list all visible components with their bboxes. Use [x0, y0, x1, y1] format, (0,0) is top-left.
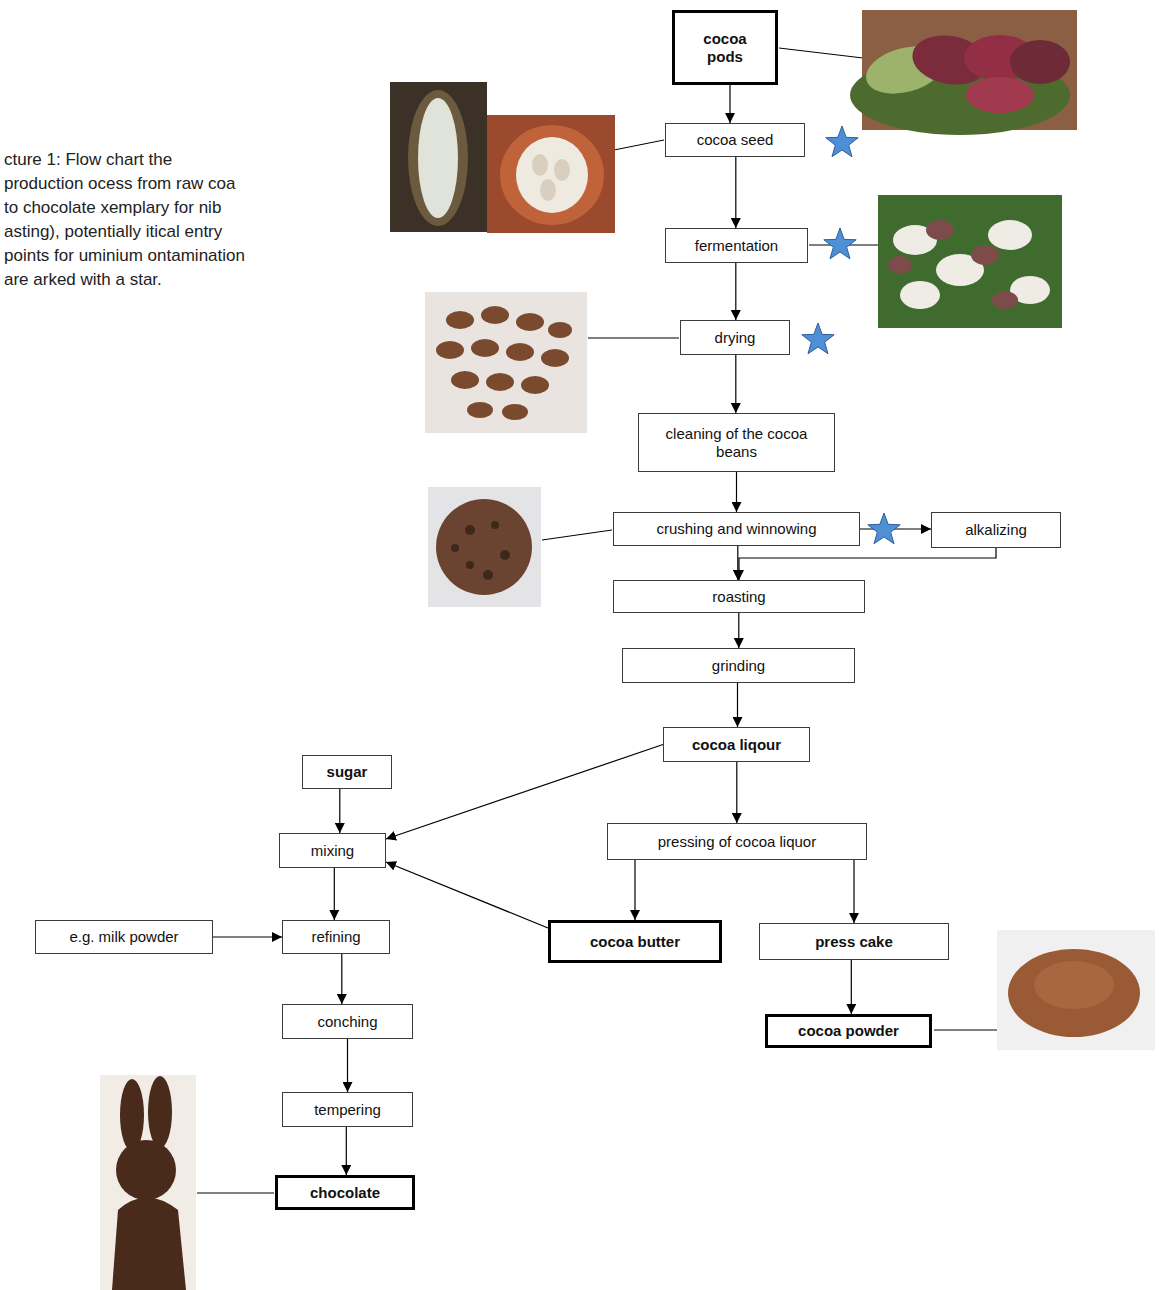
step-label: cocoa seed	[697, 131, 774, 149]
entry-point-stars	[802, 126, 900, 544]
flow-arrow	[729, 85, 730, 123]
step-label: press cake	[815, 933, 893, 951]
process-box: pressing of cocoa liquor	[607, 823, 867, 860]
step-label: roasting	[712, 588, 765, 606]
flow-arrow	[735, 157, 736, 228]
step-label: e.g. milk powder	[69, 928, 178, 946]
flow-arrow	[737, 683, 738, 727]
step-label: chocolate	[310, 1184, 380, 1202]
flow-arrow	[737, 546, 738, 580]
process-box: alkalizing	[931, 512, 1061, 548]
process-box: drying	[680, 320, 790, 355]
process-box: grinding	[622, 648, 855, 683]
figure-caption: cture 1: Flow chart the production ocess…	[4, 148, 252, 292]
flow-arrow	[334, 868, 335, 920]
step-label: alkalizing	[965, 521, 1027, 539]
flow-arrow	[339, 789, 340, 833]
flow-arrow	[738, 613, 739, 648]
flow-arrow	[735, 263, 736, 320]
process-box: cocoa powder	[765, 1014, 932, 1048]
flow-arrow	[735, 355, 736, 413]
cocoa-nibs-photo	[428, 487, 541, 607]
cocoa-powder-photo	[997, 930, 1155, 1050]
chocolate-bunny-photo	[100, 1075, 196, 1290]
dried-beans-photo	[425, 292, 587, 433]
process-box: conching	[282, 1004, 413, 1039]
step-label: fermentation	[695, 237, 778, 255]
process-box: sugar	[302, 755, 392, 789]
flow-arrow	[347, 1039, 348, 1092]
step-label: drying	[715, 329, 756, 347]
step-label: tempering	[314, 1101, 381, 1119]
flow-arrow	[851, 960, 852, 1014]
process-box: cleaning of the cocoa beans	[638, 413, 835, 472]
step-label: cocoa pods	[694, 30, 756, 66]
step-label: crushing and winnowing	[656, 520, 816, 538]
flow-arrow	[739, 548, 996, 580]
flow-arrow	[634, 860, 635, 920]
cocoa-seed-photo	[390, 82, 615, 233]
step-label: grinding	[712, 657, 765, 675]
step-label: cleaning of the cocoa beans	[657, 425, 817, 461]
flow-arrow	[213, 936, 282, 937]
flow-arrow	[341, 954, 342, 1004]
process-box: press cake	[759, 923, 949, 960]
flow-arrow	[346, 1127, 347, 1175]
leader-lines	[197, 48, 997, 1193]
step-label: refining	[311, 928, 360, 946]
flow-arrow	[736, 472, 737, 512]
process-box: tempering	[282, 1092, 413, 1127]
fermentation-photo	[878, 195, 1062, 328]
flow-arrow	[386, 862, 548, 928]
process-box: cocoa butter	[548, 920, 722, 963]
process-box: chocolate	[275, 1175, 415, 1210]
flow-arrow	[853, 860, 854, 923]
flow-arrow	[736, 762, 737, 823]
process-box: cocoa seed	[665, 123, 805, 157]
step-label: cocoa butter	[590, 933, 680, 951]
process-box: mixing	[279, 833, 386, 868]
process-box: cocoa pods	[672, 10, 778, 85]
step-label: sugar	[327, 763, 368, 781]
step-label: conching	[317, 1013, 377, 1031]
step-label: cocoa liqour	[692, 736, 781, 754]
process-box: refining	[282, 920, 390, 954]
process-box: fermentation	[665, 228, 808, 263]
process-box: cocoa liqour	[663, 727, 810, 762]
process-box: crushing and winnowing	[613, 512, 860, 546]
step-label: pressing of cocoa liquor	[658, 833, 816, 851]
cocoa-pods-photo	[850, 10, 1077, 135]
process-box: roasting	[613, 580, 865, 613]
process-box: e.g. milk powder	[35, 920, 213, 954]
step-label: cocoa powder	[798, 1022, 899, 1040]
step-label: mixing	[311, 842, 354, 860]
